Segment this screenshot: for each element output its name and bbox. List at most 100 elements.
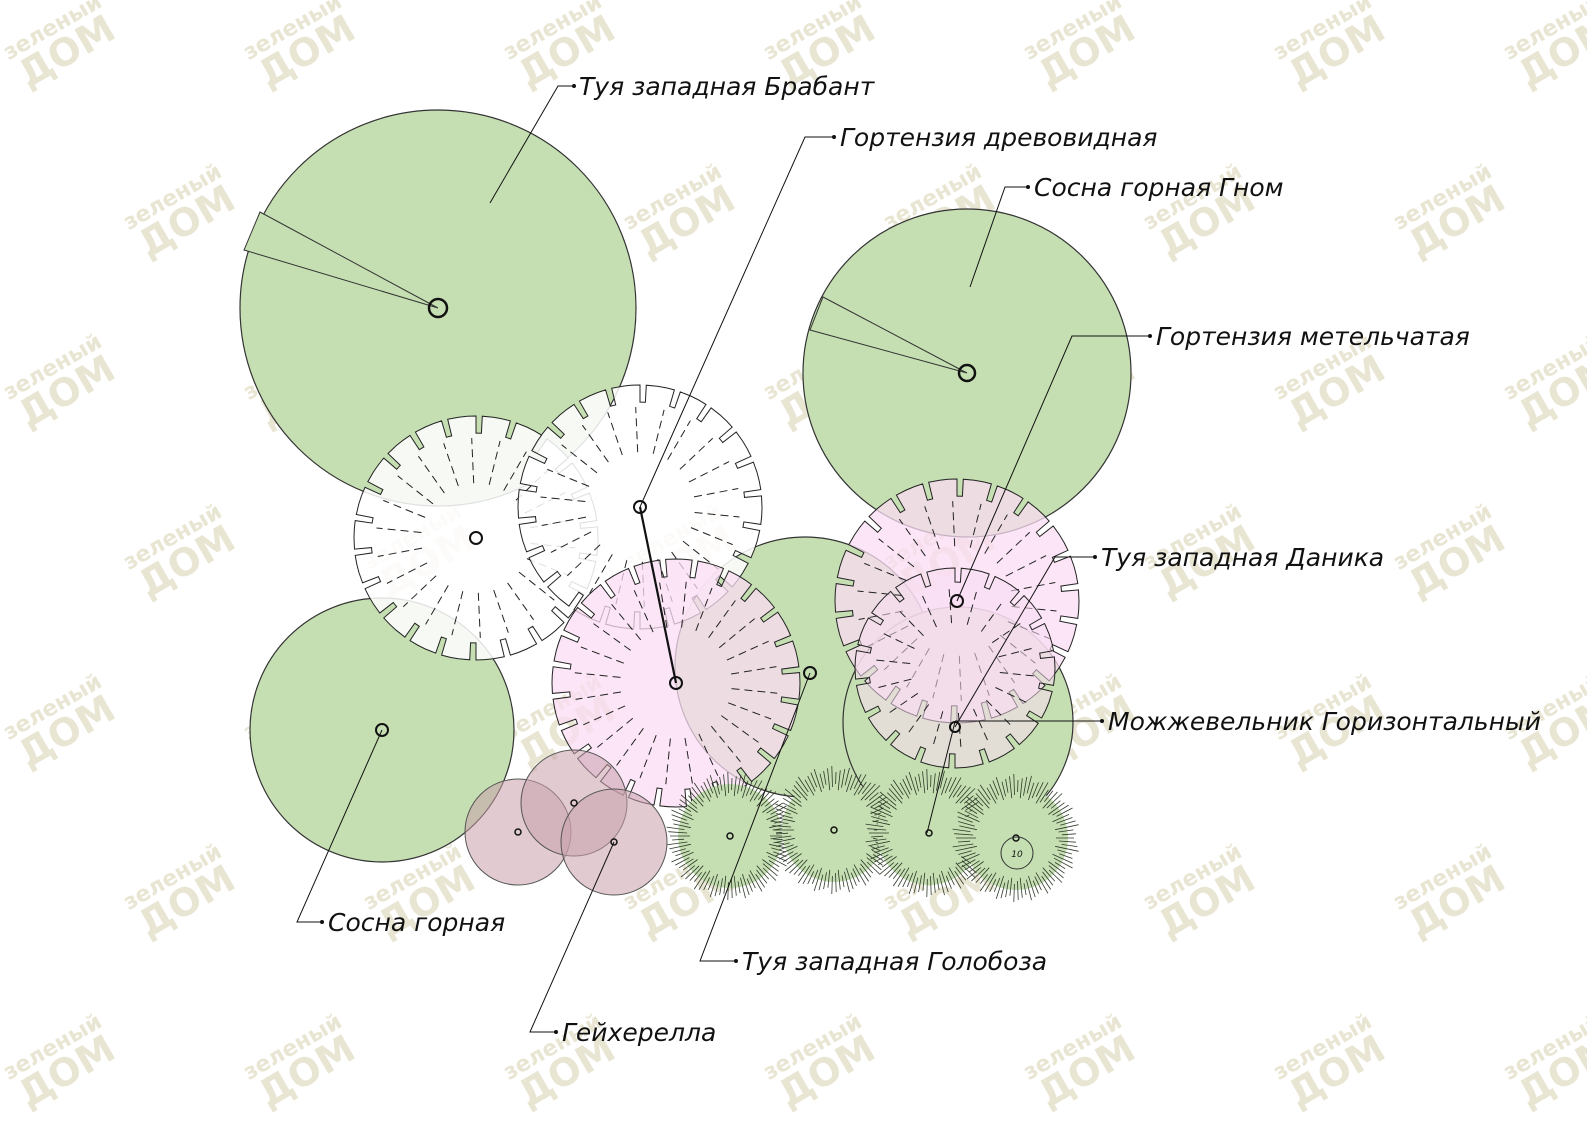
thuja-globosa-needle (1001, 781, 1006, 797)
thuja-globosa-needle (846, 867, 854, 890)
thuja-globosa-needle (957, 811, 980, 823)
thuja-globosa-needle (852, 868, 860, 883)
thuja-globosa-needle (745, 780, 753, 797)
thuja-globosa-needle (1043, 790, 1054, 803)
thuja-globosa-needle (749, 780, 763, 802)
thuja-globosa-needle (905, 775, 913, 791)
thuja-globosa-needle (715, 779, 720, 795)
thuja-globosa-2 (770, 765, 897, 895)
hydrangea-pink-center-rib (698, 733, 719, 776)
hydrangea-tree-crown-rib (694, 512, 740, 518)
thuja-globosa-needle (678, 803, 692, 812)
thuja-globosa-needle (727, 881, 729, 901)
thuja-globosa-needle (977, 788, 990, 805)
thuja-globosa-needle (955, 786, 971, 804)
thuja-globosa-needle (922, 771, 926, 794)
thuja-globosa-needle (766, 851, 787, 862)
thuja-globosa-needle (671, 814, 687, 821)
thuja-globosa-needle (922, 872, 926, 891)
hydrangea-pink-center-rib (728, 702, 772, 720)
hydrangea-white-left-rib (383, 499, 426, 518)
heucherella-center-3 (610, 838, 618, 846)
thuja-globosa-needle (1013, 773, 1015, 796)
hydrangea-white-left-rib (417, 455, 445, 494)
thuja-globosa-needle (899, 782, 910, 799)
thuja-globosa-needle (666, 826, 685, 830)
thuja-globosa-needle (777, 817, 795, 823)
thuja-globosa-needle (1056, 807, 1073, 817)
thuja-globosa-needle (1013, 883, 1015, 903)
thuja-globosa-needle (871, 835, 884, 838)
leader-hydrangea-panicle (956, 335, 1150, 602)
thuja-globosa-needle (671, 851, 694, 863)
dot-pine-gnome (1026, 185, 1030, 189)
thuja-globosa-needle (892, 868, 902, 879)
thuja-globosa-needle (879, 862, 895, 875)
thuja-globosa-needle (1035, 782, 1049, 804)
brabant-wedge (243, 211, 439, 309)
thuja-globosa-needle (689, 791, 704, 807)
thuja-globosa-needle (1055, 824, 1079, 831)
thuja-globosa-needle (965, 801, 984, 815)
hydrangea-pink-center (669, 676, 683, 690)
thuja-globosa-needle (872, 854, 884, 862)
thuja-globosa-needle (939, 770, 945, 789)
thuja-globosa-needle (1050, 800, 1061, 809)
thuja-globosa-needle (723, 875, 727, 894)
hydrangea-panicle-lower-rib (875, 678, 912, 689)
leader-dots (320, 84, 1152, 1034)
thuja-globosa-needle (968, 861, 984, 873)
hydrangea-pink-center-rib (574, 672, 621, 678)
hydrangea-tree-crown-rib (671, 551, 699, 590)
thuja-globosa-needle (775, 808, 791, 815)
hydrangea-pink-center-rib (659, 582, 668, 628)
hydrangea-panicle-lower-rib (880, 631, 915, 649)
leader-lines (296, 85, 1150, 1033)
thuja-globosa-needle (952, 828, 971, 832)
thuja-globosa-needle (678, 858, 694, 869)
leader-thuja-brabant (489, 85, 574, 204)
thuja-globosa-needle (1000, 882, 1006, 899)
thuja-globosa-needle (958, 821, 975, 827)
hydrangea-white-left-rib (518, 571, 555, 601)
dot-heucherella (554, 1030, 558, 1034)
hydrangea-pink-center-rib (684, 738, 693, 784)
thuja-globosa-needle (959, 788, 976, 804)
thuja-globosa-needle (906, 872, 914, 887)
thuja-globosa-needle (823, 872, 827, 890)
thuja-globosa-needle (866, 857, 882, 871)
leader-thuja-danica (954, 556, 1095, 728)
hydrangea-pink-center-rib (718, 618, 756, 649)
thuja-globosa-needle (874, 847, 889, 854)
hydrangea-pink-center-rib (731, 666, 777, 675)
hydrangea-panicle-crown-rib (924, 506, 940, 550)
thuja-globosa-needle (756, 789, 772, 807)
thuja-globosa-needle (995, 875, 1004, 900)
thuja-globosa-needle (888, 862, 903, 878)
thuja-globosa-needle (669, 843, 691, 850)
thuja-globosa-needle (691, 786, 704, 803)
hydrangea-pink-center-rib (580, 646, 624, 664)
hydrangea-pink-center-rib (721, 715, 759, 743)
thuja-globosa-needle (1019, 877, 1023, 898)
thuja-globosa-needle (770, 835, 792, 840)
thuja-globosa-needle (693, 871, 707, 890)
thuja-globosa-needle (740, 877, 746, 899)
hydrangea-panicle-crown-rib (952, 501, 956, 547)
thuja-globosa-needle (948, 867, 962, 889)
thuja-globosa-needle (913, 877, 919, 894)
thuja-globosa-needle (793, 785, 808, 801)
thuja-globosa-needle (762, 867, 777, 881)
thuja-globosa-needle (989, 783, 998, 800)
thuja-globosa-needle (908, 870, 917, 895)
thuja-globosa-1 (666, 771, 793, 901)
thuja-globosa-needle (733, 875, 737, 896)
hydrangea-tree-crown-rib (682, 540, 719, 570)
thuja-globosa-needle (902, 778, 911, 795)
hydrangea-white-left-rib (488, 440, 501, 485)
